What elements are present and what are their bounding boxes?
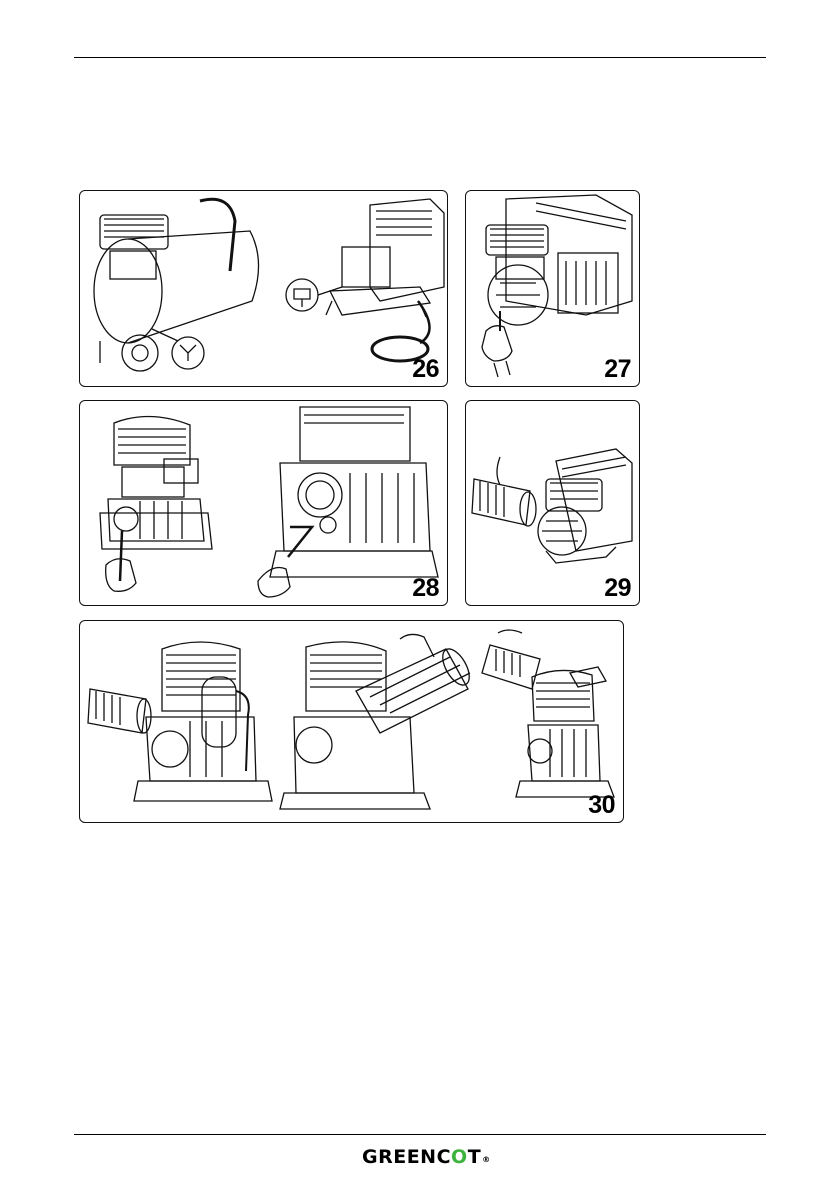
registered-mark: ® [482,1155,491,1164]
figure-number: 27 [604,355,631,384]
figure-number: 30 [588,791,615,820]
header-rule [74,57,766,58]
brand-logo-right: T [468,1146,481,1168]
brand-logo: GREENCOT® [362,1146,491,1168]
filter-reassembly-illustration [80,621,624,823]
brand-logo-left: GREENC [362,1146,451,1168]
figure-panel-26: 26 [79,190,448,387]
figure-panel-30: 30 [79,620,624,823]
cylinder-removal-illustration [80,401,448,606]
figure-number: 29 [604,574,631,603]
figure-panel-29: 29 [465,400,640,606]
compressor-drain-illustration [80,191,448,387]
figure-number: 26 [412,355,439,384]
brand-logo-o: O [451,1146,468,1168]
figure-panel-28: 28 [79,400,448,606]
figure-panel-27: 27 [465,190,640,387]
footer-rule [74,1134,766,1135]
figure-number: 28 [412,574,439,603]
